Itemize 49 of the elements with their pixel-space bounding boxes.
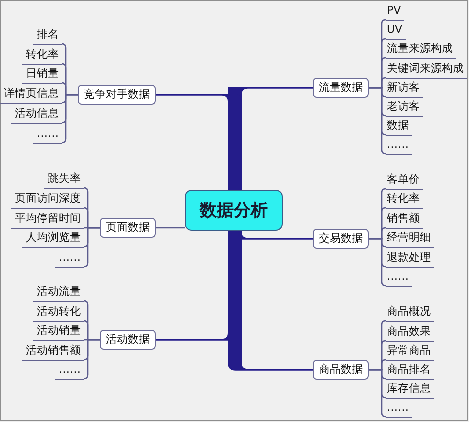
leaf-topic: 活动销量: [33, 323, 84, 341]
central-topic-box: 数据分析: [185, 190, 283, 231]
leaf-topic: 转化率: [22, 47, 62, 65]
connector-line: [84, 227, 100, 268]
branch-topic-box: 流量数据: [313, 78, 369, 98]
leaf-topic: 日销量: [22, 66, 62, 84]
leaf-topic: 详情页信息: [0, 86, 62, 104]
leaf-topic: 页面访问深度: [11, 191, 84, 209]
leaf-topic: PV: [386, 3, 404, 21]
leaf-topic: 转化率: [386, 191, 423, 209]
branch-topic-box: 商品数据: [313, 360, 369, 380]
leaf-topic: 客单价: [386, 172, 423, 190]
connector-line: [369, 369, 386, 418]
connector-line: [84, 339, 100, 380]
branch-topic-box: 交易数据: [313, 229, 369, 249]
connector-line: [369, 238, 386, 287]
leaf-topic: 流量来源构成: [386, 41, 456, 59]
leaf-topic: 跳失率: [44, 171, 84, 189]
leaf-topic: 活动销售额: [22, 343, 84, 361]
leaf-topic: 异常商品: [386, 343, 434, 361]
leaf-topic: 活动流量: [33, 284, 84, 302]
branch-topic-box: 页面数据: [100, 218, 156, 238]
leaf-topic: 商品效果: [386, 324, 434, 342]
leaf-topic: 关键词来源构成: [386, 61, 467, 79]
leaf-topic: 库存信息: [386, 381, 434, 399]
branch-topic-box: 活动数据: [100, 330, 156, 350]
leaf-topic: 商品排名: [386, 362, 434, 380]
leaf-topic: 平均停留时间: [11, 211, 84, 229]
leaf-topic: 老访客: [386, 99, 423, 117]
connector-line: [62, 94, 78, 144]
leaf-topic: ……: [55, 362, 84, 380]
leaf-topic: 活动转化: [33, 304, 84, 322]
leaf-topic: 商品概况: [386, 304, 434, 322]
leaf-topic: 排名: [33, 27, 62, 45]
leaf-topic: 数据: [386, 118, 412, 136]
leaf-topic: 新访客: [386, 80, 423, 98]
leaf-topic: ……: [386, 269, 412, 287]
leaf-topic: ……: [386, 400, 412, 418]
leaf-topic: 人均浏览量: [22, 230, 84, 248]
leaf-topic: 销售额: [386, 211, 423, 229]
leaf-topic: ……: [386, 137, 412, 155]
leaf-topic: 经营明细: [386, 230, 434, 248]
leaf-topic: ……: [33, 126, 62, 144]
leaf-topic: ……: [55, 250, 84, 268]
leaf-topic: 退款处理: [386, 250, 434, 268]
branch-topic-box: 竞争对手数据: [78, 85, 156, 105]
leaf-topic: 活动信息: [11, 106, 62, 124]
connector-line: [156, 227, 185, 229]
leaf-topic: UV: [386, 22, 406, 40]
